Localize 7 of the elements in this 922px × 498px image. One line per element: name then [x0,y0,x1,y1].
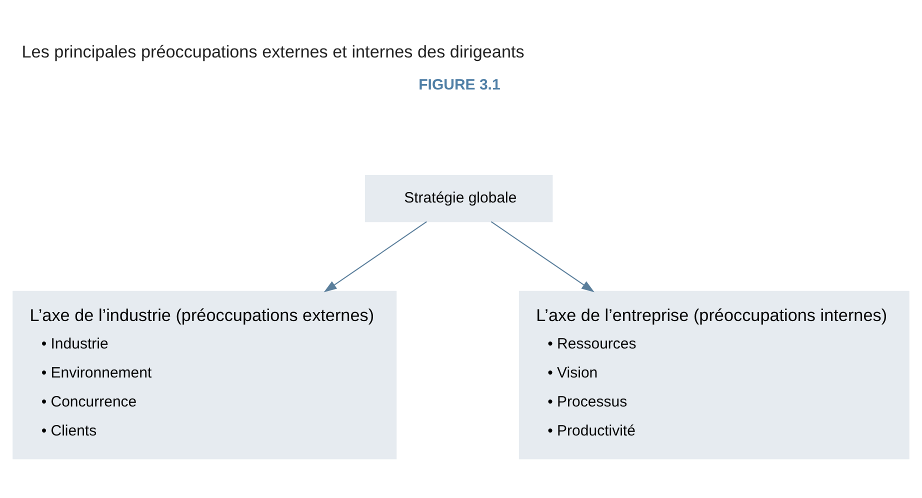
label: FIGURE 3.1 [418,76,500,94]
arrow [490,221,594,292]
diagram-title: Les principales préoccupations externes et internes des dirigeants [22,41,524,62]
arrow [324,221,427,292]
node-box: L’axe de l’industrie (préoccupations externes) • Industrie • Environnement • Concurrence • Clients [12,290,397,460]
node-box: L’axe de l’entreprise (préoccupations internes) • Ressources • Vision • Processus • Productivité [518,290,910,460]
node-box: Stratégie globale [365,174,553,222]
